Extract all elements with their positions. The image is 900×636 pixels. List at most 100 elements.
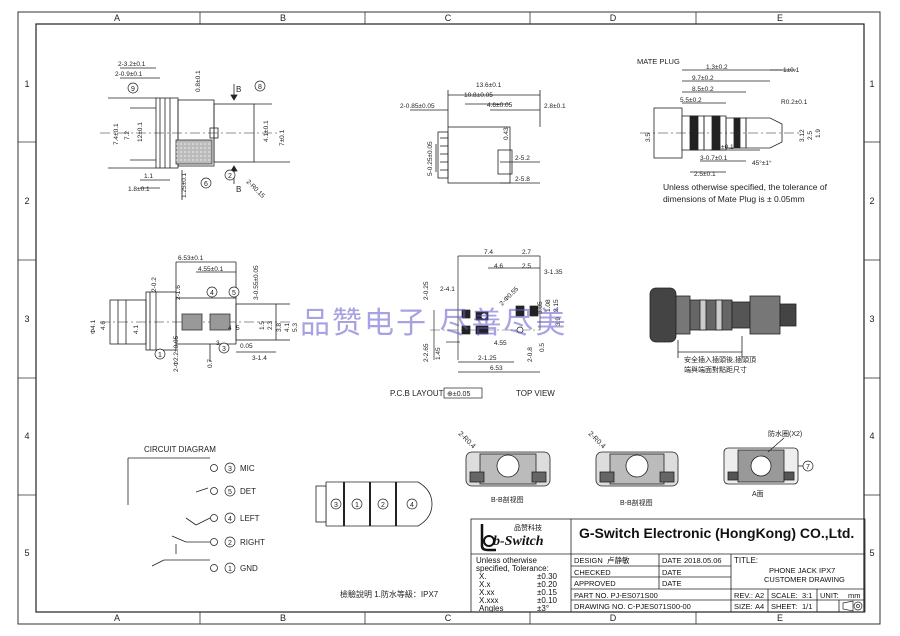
dim-ml-8: 2.3 [267,321,274,330]
section-left-dim: 2-R0.4 [457,430,477,450]
balloon-1-label: 1 [158,352,162,359]
balloon-8 [254,80,266,92]
row-label-2-right: 2 [869,196,874,206]
dim-pcb-4: 3-1.35 [544,269,563,276]
dim-ml-4: 3-0.55±0.05 [253,265,260,300]
top-center-view [410,90,541,184]
plug-balloon-1 [351,498,363,510]
dim-tl-7: 7±0.1 [279,129,286,146]
dim-pcb-3: 2.5 [522,263,531,270]
part-number: PART NO. PJ-ES071S00 [574,591,658,600]
dim-tc-0: 13.6±0.1 [476,82,502,89]
circuit-title: CIRCUIT DIAGRAM [144,445,216,454]
col-label-e-bottom: E [777,613,783,623]
balloon-4 [206,286,218,298]
dim-mp-7: 3.12 [799,129,806,142]
dim-ml-13: 3-1.4 [252,355,267,362]
row-label-5-left: 5 [24,548,29,558]
section-middle [595,451,679,487]
dim-pcb-0: 7.4 [484,249,493,256]
section-left [465,451,551,487]
dim-ml-15: 0.7 [207,359,214,368]
dim-mp-3: 8.5±0.2 [692,86,714,93]
approved-date-label: DATE [662,579,682,588]
plug-balloon-3 [330,498,342,510]
row-label-4-right: 4 [869,431,874,441]
col-label-c-top: C [445,13,452,23]
pin-label-det: DET [240,487,256,496]
circuit-diagram [127,457,218,572]
section-left-caption: B-B剖视图 [491,495,524,504]
inner-border [35,23,865,613]
tolerance-intro-1: Unless otherwise [476,556,537,565]
balloon-1 [154,348,166,360]
dim-pcb-10: 2.15 [553,299,560,312]
drawing-number: DRAWING NO. C-PJES071S00-00 [574,602,691,611]
balloon-2 [224,169,236,181]
tolerance-label-3: X.xxx [479,596,499,605]
mate-plug-note-1: Unless otherwise specified, the toleranc… [663,182,828,192]
row-label-2-left: 2 [24,196,29,206]
dim-tc-1: 10.8±0.05 [464,92,493,99]
col-label-c-bottom: C [445,613,452,623]
row-label-5-right: 5 [869,548,874,558]
unit-value: mm [848,591,861,600]
dim-tc-6: 0.43 [503,127,510,140]
size-label: SIZE: [734,602,753,611]
pin-balloon-left [224,512,236,524]
section-mid-caption: B-B剖视图 [620,498,653,507]
dim-tl-0: 2-3.2±0.1 [118,61,146,68]
dim-tl-4: 7.2 [124,131,131,140]
section-right-caption: A面 [752,490,764,498]
dim-pcb-5: 2-0.25 [423,281,430,300]
plug-drawing [315,481,433,527]
dim-pcb-6: 2-4.1 [440,286,455,293]
plug-balloon-3-label: 3 [334,502,338,509]
dim-tl-8: 1.1 [144,173,153,180]
tolerance-label-1: X.x [479,580,491,589]
mate-plug-view [640,69,800,173]
checked-label: CHECKED [574,568,611,577]
dim-mp-9: 1.9 [815,129,822,138]
dim-mp-4: 5.5±0.2 [680,97,702,104]
balloon-7-label: 7 [806,464,810,471]
balloon-8-label: 8 [258,84,262,91]
plug-balloon-1-label: 1 [355,502,359,509]
dim-ml-14: 2-Φ2.2±0.05 [173,335,180,372]
dim-ml-6: 5 [236,325,240,332]
side-view-note-1: 安全插入插頭後,插頭頂 [684,355,756,364]
row-label-3-right: 3 [869,314,874,324]
rev-label: REV.: [734,591,753,600]
rev-value: A2 [755,591,765,600]
dim-mp-13: 45°±1° [752,159,772,167]
mate-plug-note-2: dimensions of Mate Plug is ± 0.05mm [663,194,805,204]
mid-left-view [100,261,290,362]
title-block-grid [470,518,866,613]
date-label: DATE [662,556,682,565]
balloon-9-label: 9 [131,86,135,93]
dim-mp-1: 1±0.1 [783,67,800,74]
dim-mp-6: 3.5 [645,133,652,142]
balloon-3-label: 3 [222,346,226,353]
dim-mp-12: 2.5±0.1 [694,171,716,178]
side-view [649,287,797,358]
pcb-layout-view-label: TOP VIEW [516,389,555,398]
dim-tc-8: 2-5.8 [515,176,530,183]
dim-pcb-1: 2.7 [522,249,531,256]
section-mark-b-bottom: B [236,185,241,194]
dim-ml-0: 6.53±0.1 [178,255,204,262]
plug-balloon-2-label: 2 [381,502,385,509]
column-ticks [18,12,880,624]
dim-ml-12: 0.05 [240,343,253,350]
design-label: DESIGN [574,556,603,565]
mate-plug-title: MATE PLUG [637,57,680,66]
dim-tl-10: 1.25±0.1 [181,172,188,198]
scale-value: 3:1 [802,591,813,600]
sheet-value: 1/1 [802,602,813,611]
pcb-layout-caption: P.C.B LAYOUT [390,389,444,398]
dim-ml-19: 3 [216,340,220,347]
section-right-label: 防水圈(X2) [768,429,802,438]
pin-num-det: 5 [228,489,232,496]
plug-balloon-2 [377,498,389,510]
title-block: 品赞科技 b-Switch G-Switch Electronic (HongK… [471,519,866,613]
